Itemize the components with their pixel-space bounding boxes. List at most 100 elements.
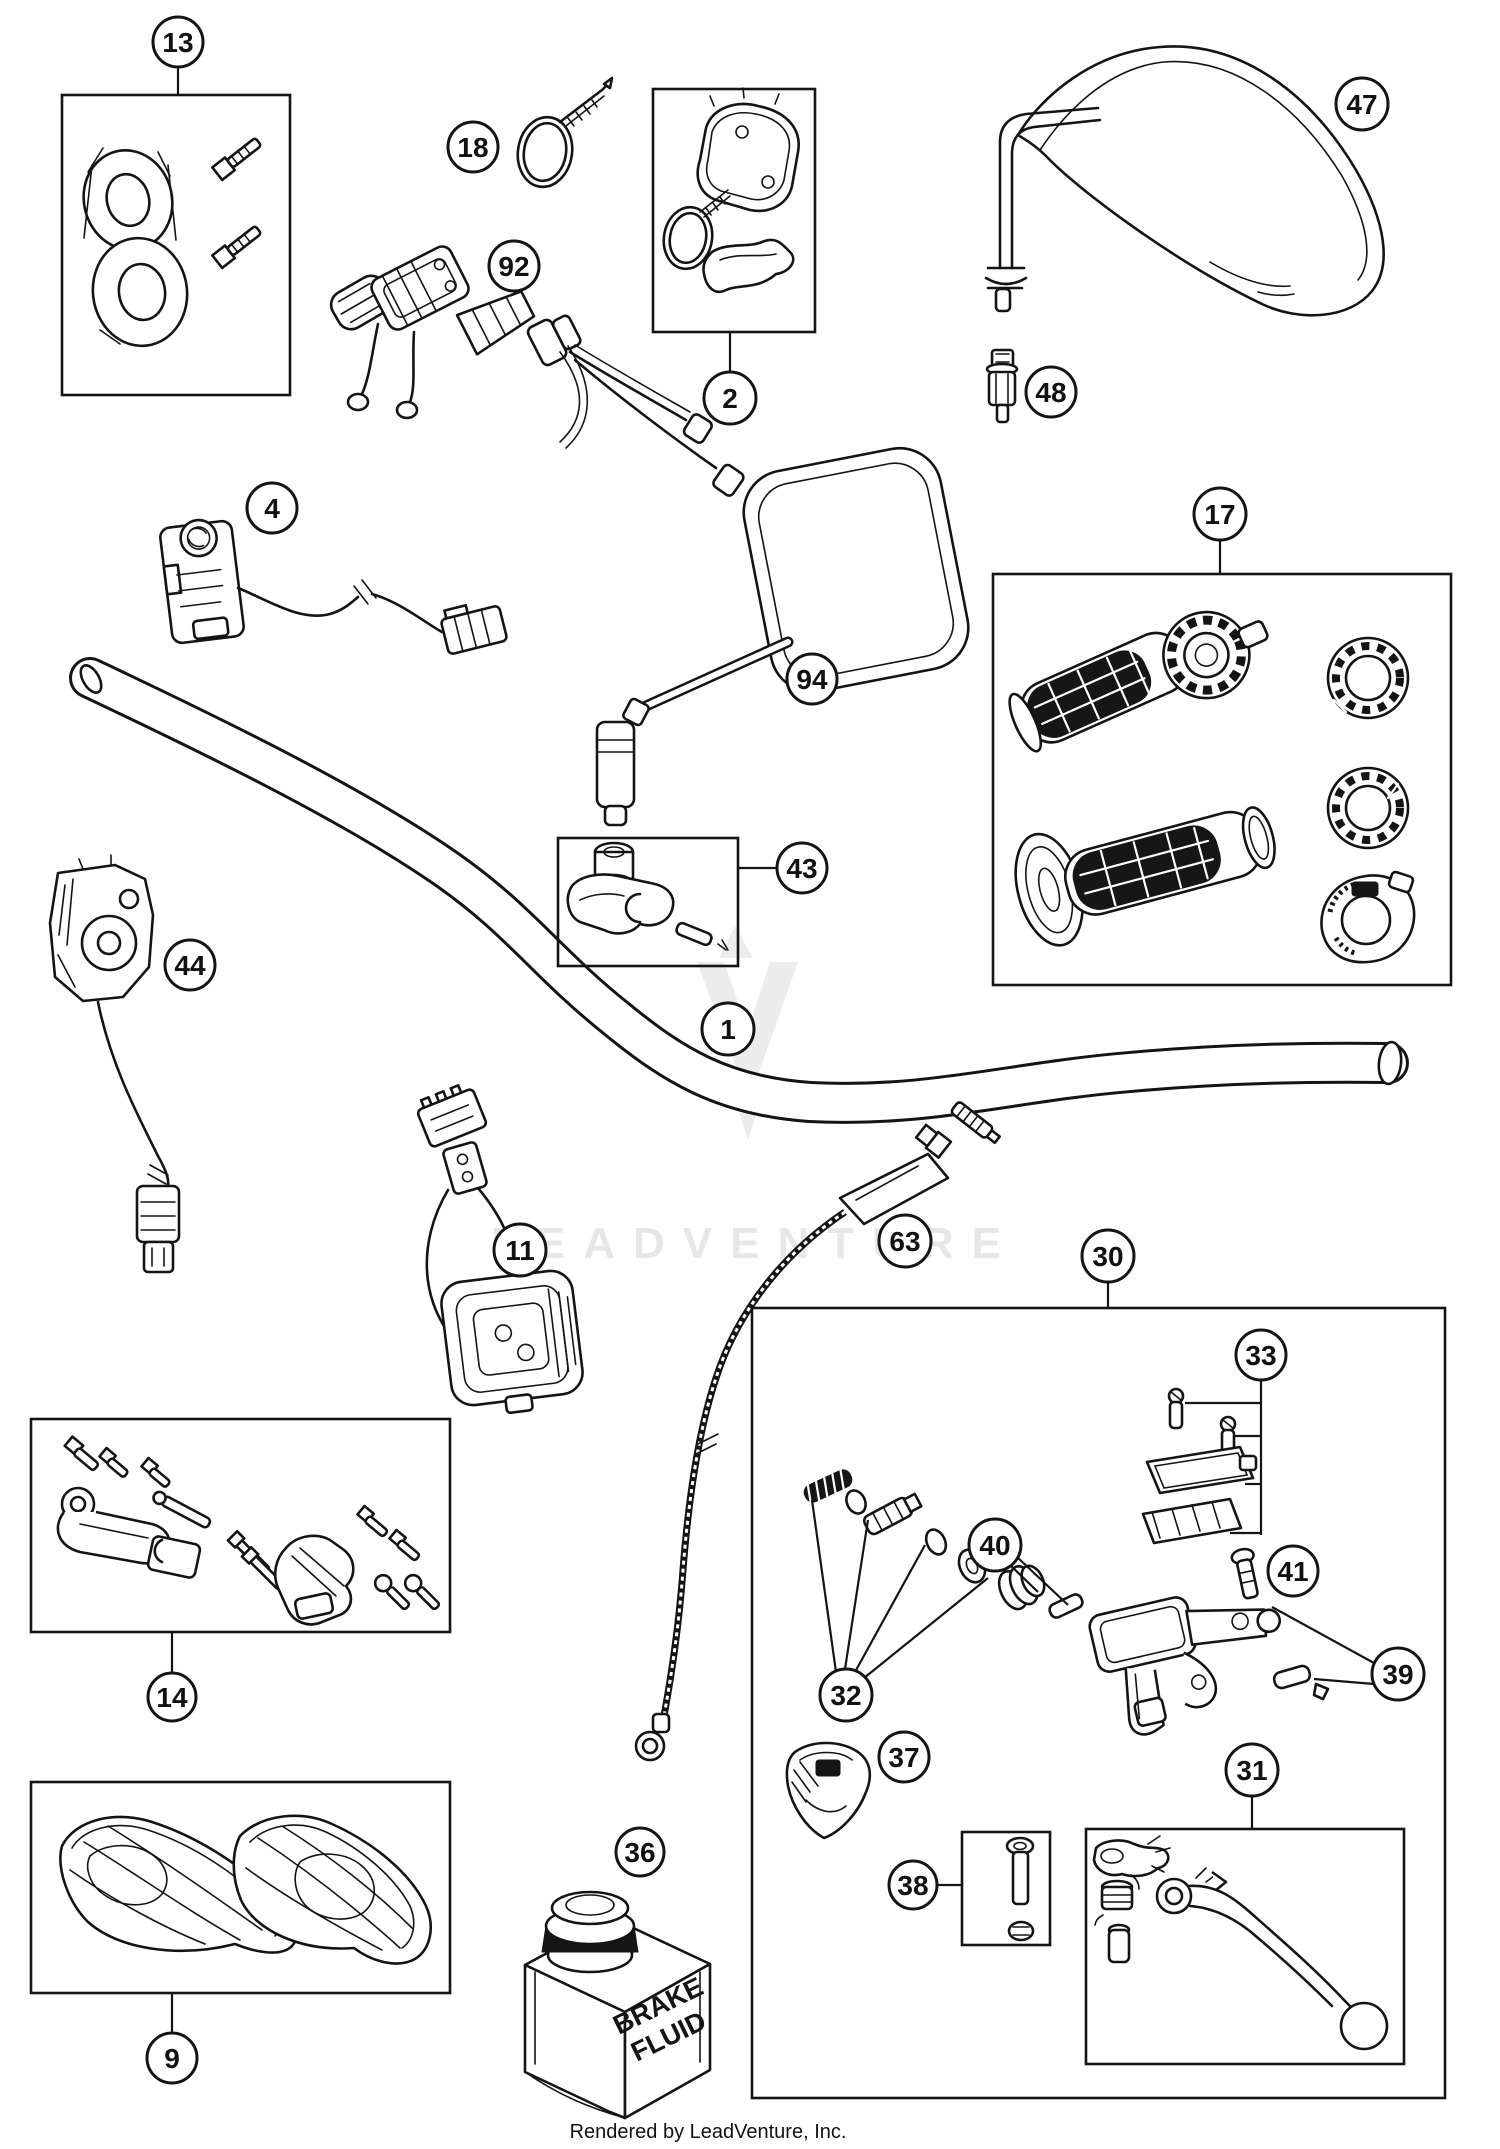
callout-18-circle[interactable] [446,120,500,174]
part-33-reservoir-kit[interactable] [1141,1387,1258,1545]
callout-11-number: 11 [505,1235,535,1266]
callout-11[interactable]: 11 [492,1222,548,1278]
callout-9-number: 9 [164,2043,180,2074]
part-44-switch-assembly[interactable] [48,854,181,1274]
callout-40[interactable]: 40 [967,1517,1069,1606]
callout-38[interactable]: 38 [887,1859,962,1911]
callout-43[interactable]: 43 [738,841,829,895]
callout-37-circle[interactable] [877,1730,931,1784]
callout-31[interactable]: 31 [1224,1742,1280,1829]
callout-40-circle[interactable] [967,1517,1023,1573]
part-32-spring[interactable] [802,1467,855,1505]
callout-48[interactable]: 48 [1024,365,1078,419]
part-17-grip-set[interactable] [1003,590,1416,964]
callout-4[interactable]: 4 [245,481,299,535]
part-30-master-cylinder[interactable] [1087,1575,1298,1741]
callout-33-circle[interactable] [1234,1328,1288,1382]
callout-14[interactable]: 14 [146,1632,198,1723]
callout-41[interactable]: 41 [1266,1544,1320,1598]
box-17 [991,572,1453,987]
callout-40-leader [1015,1555,1069,1606]
callout-1-circle[interactable] [700,1001,756,1057]
callout-32-circle[interactable] [818,1667,874,1723]
callout-32[interactable]: 32 [810,1499,989,1723]
part-37-boot[interactable] [785,1741,872,1840]
callout-36[interactable]: 36 [614,1826,666,1878]
callout-48-number: 48 [1035,377,1066,408]
part-2-housing-kit[interactable] [659,87,800,294]
part-47-mirror[interactable] [984,45,1385,317]
callout-39-leader [1271,1606,1375,1664]
callout-44[interactable]: 44 [163,938,217,992]
callout-13[interactable]: 13 [151,15,205,95]
part-43-clamp[interactable] [566,841,729,951]
part-18-cable-tie[interactable] [513,76,614,191]
callout-41-number: 41 [1277,1556,1308,1587]
part-48-mirror-adapter[interactable] [985,348,1019,424]
callout-18[interactable]: 18 [446,120,500,174]
callout-63[interactable]: 63 [877,1213,933,1269]
callout-30[interactable]: 30 [1080,1228,1136,1308]
callout-9[interactable]: 9 [145,1993,199,2085]
callout-39-circle[interactable] [1370,1646,1426,1702]
box-38 [960,1830,1052,1947]
callout-48-circle[interactable] [1024,365,1078,419]
part-13-clamp-assembly[interactable] [73,135,263,352]
part-41-bolt[interactable] [1230,1547,1262,1600]
part-94-mirror[interactable] [595,441,976,827]
callout-92-circle[interactable] [487,239,541,293]
callout-17[interactable]: 17 [1192,486,1248,574]
part-30-master-cylinder-kit[interactable] [785,1387,1389,2051]
callout-47[interactable]: 47 [1334,76,1390,132]
callout-92[interactable]: 92 [487,239,541,293]
callout-9-circle[interactable] [145,2031,199,2085]
callout-13-circle[interactable] [151,15,205,69]
callout-47-circle[interactable] [1334,76,1390,132]
callout-39[interactable]: 39 [1271,1606,1426,1702]
callout-94-circle[interactable] [785,652,839,706]
callout-37[interactable]: 37 [877,1730,931,1784]
part-39-pin[interactable] [1272,1664,1330,1701]
part-4-switch-wire[interactable] [159,516,508,655]
box-31 [1084,1827,1406,2066]
part-31-lever-kit[interactable] [1092,1835,1389,2051]
callout-14-number: 14 [156,1682,188,1713]
part-63-cable[interactable] [634,1101,1002,1762]
callout-33[interactable]: 33 [1185,1328,1288,1535]
callout-92-number: 92 [498,251,529,282]
part-9-handguards[interactable] [59,1814,433,1965]
callout-47-number: 47 [1346,89,1377,120]
part-92-lever-assembly[interactable] [326,243,745,497]
callout-14-circle[interactable] [146,1671,198,1723]
callout-2[interactable]: 2 [702,332,758,426]
callout-2-circle[interactable] [702,370,758,426]
part-38-bolt-kit[interactable] [1005,1836,1035,1942]
callout-11-circle[interactable] [492,1222,548,1278]
callout-1-number: 1 [720,1014,736,1045]
callout-94-number: 94 [796,664,828,695]
box-13 [60,93,292,397]
callout-31-circle[interactable] [1224,1742,1280,1798]
callout-38-number: 38 [897,1870,928,1901]
callout-41-circle[interactable] [1266,1544,1320,1598]
callout-32-leader [810,1499,838,1673]
part-14-perch-kit[interactable] [56,1435,443,1626]
callout-1[interactable]: 1 [700,1001,756,1057]
callout-31-number: 31 [1236,1755,1267,1786]
callout-30-circle[interactable] [1080,1228,1136,1284]
callout-43-circle[interactable] [775,841,829,895]
part-40-cup[interactable] [994,1559,1051,1614]
callout-17-number: 17 [1204,499,1235,530]
callout-44-circle[interactable] [163,938,217,992]
part-36-brake-fluid-bottle[interactable]: BRAKE FLUID [523,1890,722,2120]
callout-38-circle[interactable] [887,1859,939,1911]
callout-17-circle[interactable] [1192,486,1248,542]
callout-63-circle[interactable] [877,1213,933,1269]
part-1-handlebar[interactable] [69,657,1409,1124]
callout-63-number: 63 [889,1226,920,1257]
callout-4-circle[interactable] [245,481,299,535]
callout-37-number: 37 [888,1742,919,1773]
callout-36-circle[interactable] [614,1826,666,1878]
part-11-switch-harness[interactable] [414,1081,587,1420]
callout-94[interactable]: 94 [785,652,839,706]
